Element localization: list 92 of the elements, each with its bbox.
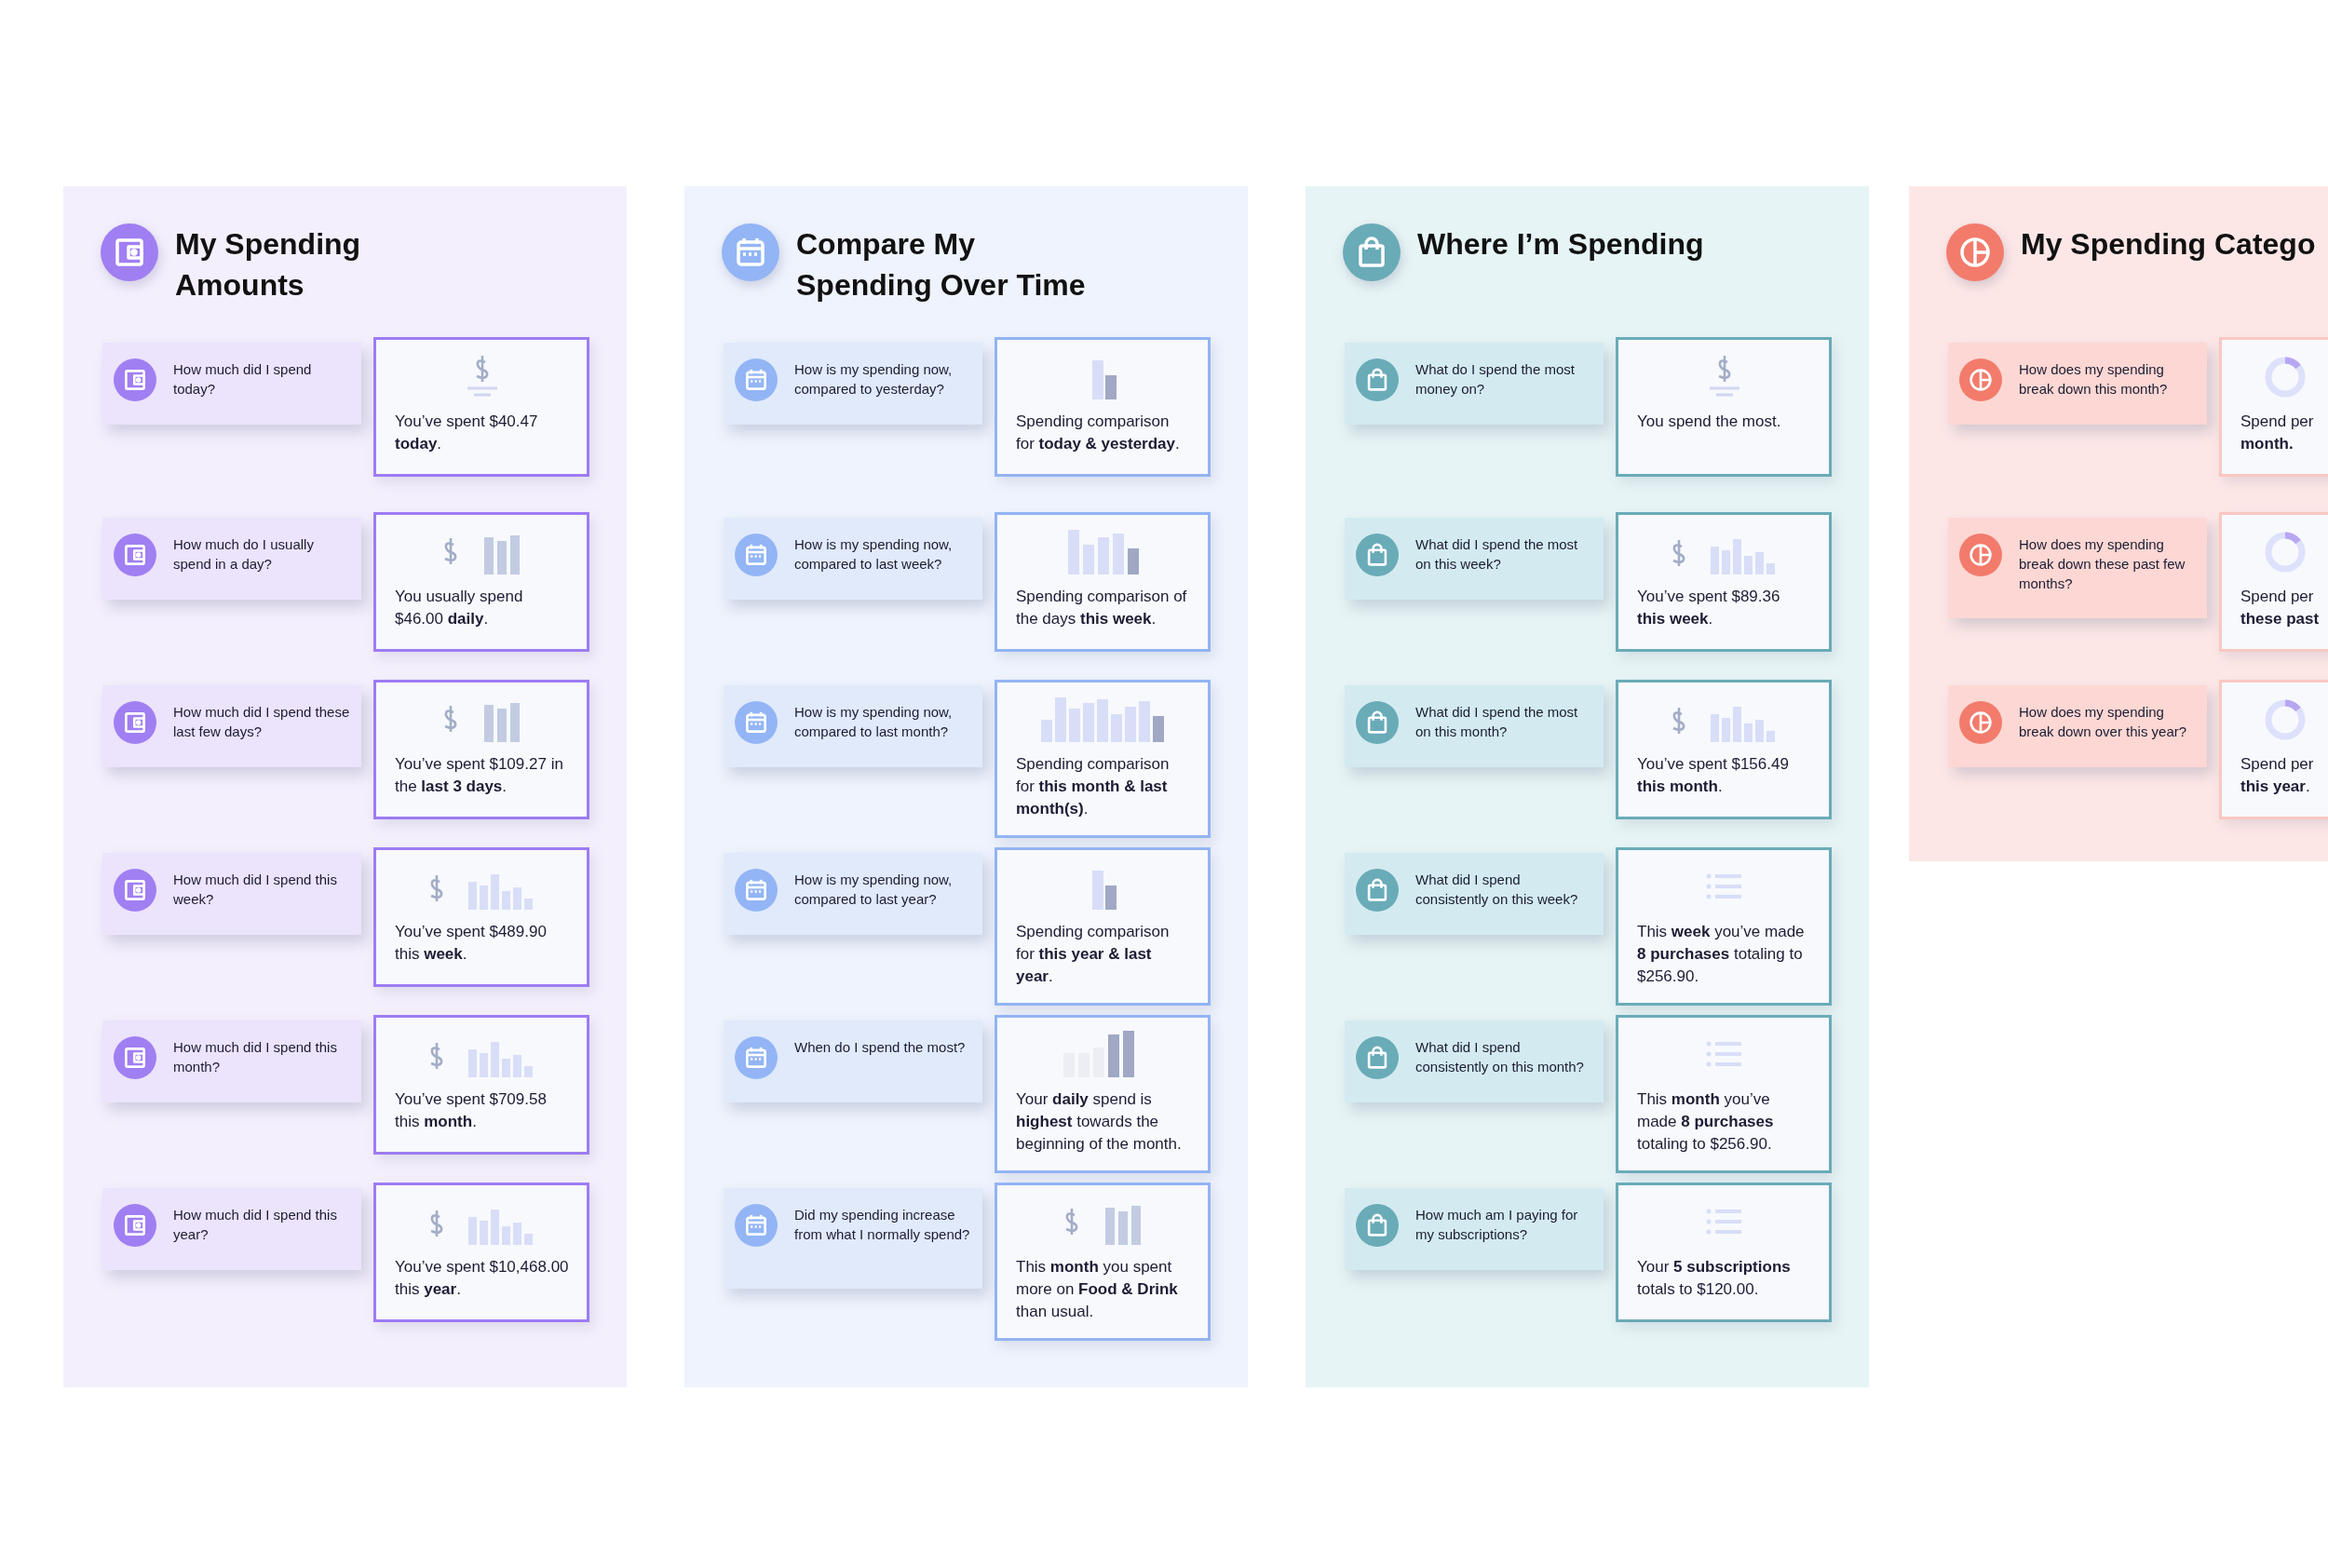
answer-text: You spend the most. [1637, 412, 1782, 432]
answer-card [373, 1015, 589, 1155]
question-text: How much did I spend these last few days? [173, 703, 350, 741]
question-text: Did my spending increase from what I normally spend? [794, 1206, 971, 1244]
panel-title: Compare My Spending Over Time [796, 226, 1087, 304]
answer-text: This month you’ve made 8 purchases totaling to $256.90. [1637, 1089, 1775, 1155]
question-card [724, 685, 982, 767]
question-text: How much did I spend this year? [173, 1206, 338, 1244]
answer-text: Spending comparison for this month & last month(s). [1016, 754, 1171, 819]
answer-card [995, 512, 1211, 652]
category-panel [1306, 186, 1869, 1387]
question-text: When do I spend the most? [794, 1038, 967, 1057]
answer-card [373, 847, 589, 987]
answer-card [1616, 337, 1832, 477]
question-card [102, 518, 361, 600]
question-card [1948, 518, 2207, 618]
answer-card [995, 1015, 1211, 1173]
question-card [724, 343, 982, 425]
answer-text: Spend per these past [2240, 587, 2321, 629]
question-card [1345, 343, 1604, 425]
question-text: How does my spending break down this month? [2019, 360, 2169, 399]
answer-text: Spending comparison for today & yesterday. [1016, 412, 1181, 454]
answer-card [995, 680, 1211, 838]
answer-card [373, 1183, 589, 1322]
question-text: What do I spend the most money on? [1415, 360, 1576, 399]
answer-card [2219, 337, 2328, 477]
question-card [1345, 518, 1604, 600]
answer-card [995, 847, 1211, 1006]
question-card [1345, 685, 1604, 767]
question-card [724, 518, 982, 600]
answer-text: Spend per month. [2240, 412, 2315, 454]
answer-card [995, 1183, 1211, 1341]
answer-text: Your 5 subscriptions totals to $120.00. [1637, 1257, 1792, 1300]
answer-card [1616, 1183, 1832, 1322]
question-card [102, 685, 361, 767]
question-text: What did I spend consistently on this week? [1415, 871, 1579, 909]
question-card [1345, 1021, 1604, 1102]
question-text: How is my spending now, compared to yesterday? [794, 360, 954, 399]
answer-text: You’ve spent $709.58 this month. [395, 1089, 548, 1132]
category-panel [1909, 186, 2328, 861]
question-card [1345, 853, 1604, 935]
question-card [1345, 1188, 1604, 1270]
question-text: How much did I spend this month? [173, 1038, 338, 1076]
panel-title: Where I’m Spending [1417, 226, 1705, 263]
question-text: What did I spend the most on this week? [1415, 535, 1579, 574]
answer-text: Spending comparison for this year & last year. [1016, 922, 1171, 987]
question-text: How is my spending now, compared to last month? [794, 703, 954, 741]
answer-text: You’ve spent $40.47 today. [395, 412, 539, 454]
answer-card [373, 337, 589, 477]
panel-title: My Spending Amounts [175, 226, 362, 304]
answer-card [1616, 847, 1832, 1006]
answer-card [1616, 512, 1832, 652]
answer-text: Spend per this year. [2240, 754, 2315, 797]
question-text: How is my spending now, compared to last year? [794, 871, 954, 909]
question-card [724, 1021, 982, 1102]
answer-card [373, 512, 589, 652]
answer-text: This week you’ve made 8 purchases totaling to $256.90. [1637, 922, 1806, 987]
answer-card [2219, 680, 2328, 819]
answer-card [995, 337, 1211, 477]
answer-card [1616, 1015, 1832, 1173]
question-card [102, 1021, 361, 1102]
question-card [102, 1188, 361, 1270]
category-panel [63, 186, 627, 1387]
answer-card [373, 680, 589, 819]
question-card [1948, 685, 2207, 767]
question-card [1948, 343, 2207, 425]
question-text: How much do I usually spend in a day? [173, 535, 315, 574]
question-text: How does my spending break down over this year? [2019, 703, 2188, 741]
category-panel [684, 186, 1248, 1387]
answer-text: You’ve spent $109.27 in the last 3 days. [395, 754, 564, 797]
answer-text: This month you spent more on Food & Drink than usual. [1016, 1257, 1179, 1322]
question-text: What did I spend the most on this month? [1415, 703, 1579, 741]
question-card [724, 1188, 982, 1289]
question-text: How much am I paying for my subscriptions? [1415, 1206, 1579, 1244]
answer-text: You’ve spent $489.90 this week. [395, 922, 548, 965]
answer-text: You’ve spent $10,468.00 this year. [395, 1257, 570, 1300]
answer-text: You’ve spent $156.49 this month. [1637, 754, 1790, 797]
question-text: How does my spending break down these past few months? [2019, 535, 2186, 593]
question-card [724, 853, 982, 935]
question-card [102, 343, 361, 425]
answer-text: You usually spend $46.00 daily. [395, 587, 524, 629]
question-text: How is my spending now, compared to last week? [794, 535, 954, 574]
answer-text: You’ve spent $89.36 this week. [1637, 587, 1781, 629]
answer-text: Your daily spend is highest towards the beginning of the month. [1016, 1089, 1183, 1155]
answer-card [2219, 512, 2328, 652]
answer-text: Spending comparison of the days this week. [1016, 587, 1188, 629]
question-card [102, 853, 361, 935]
question-text: What did I spend consistently on this month? [1415, 1038, 1585, 1076]
question-text: How much did I spend today? [173, 360, 313, 399]
panel-title: My Spending Catego [2021, 226, 2317, 263]
answer-card [1616, 680, 1832, 819]
question-text: How much did I spend this week? [173, 871, 338, 909]
